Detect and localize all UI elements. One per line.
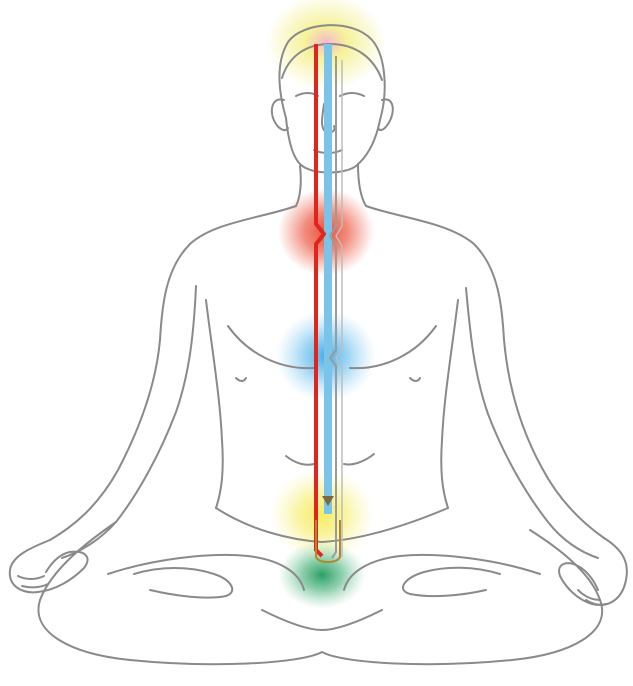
left-nipple [236,378,246,381]
abdomen-line [286,456,314,465]
right-ear [378,99,393,130]
neck-right [358,164,366,206]
right-shoulder-arm [366,206,604,538]
right-foot [403,568,500,596]
left-fingers [18,576,48,587]
knee-cross [262,610,382,630]
right-shin [344,555,540,590]
central-channel [324,44,332,514]
torso-right [441,300,458,508]
left-foot [134,568,232,598]
abdomen-line-2 [344,454,374,465]
brow-right [340,93,364,96]
right-hand [559,538,627,605]
torso-left [206,300,223,508]
left-shoulder-arm [50,206,296,540]
right-nipple [410,378,420,381]
